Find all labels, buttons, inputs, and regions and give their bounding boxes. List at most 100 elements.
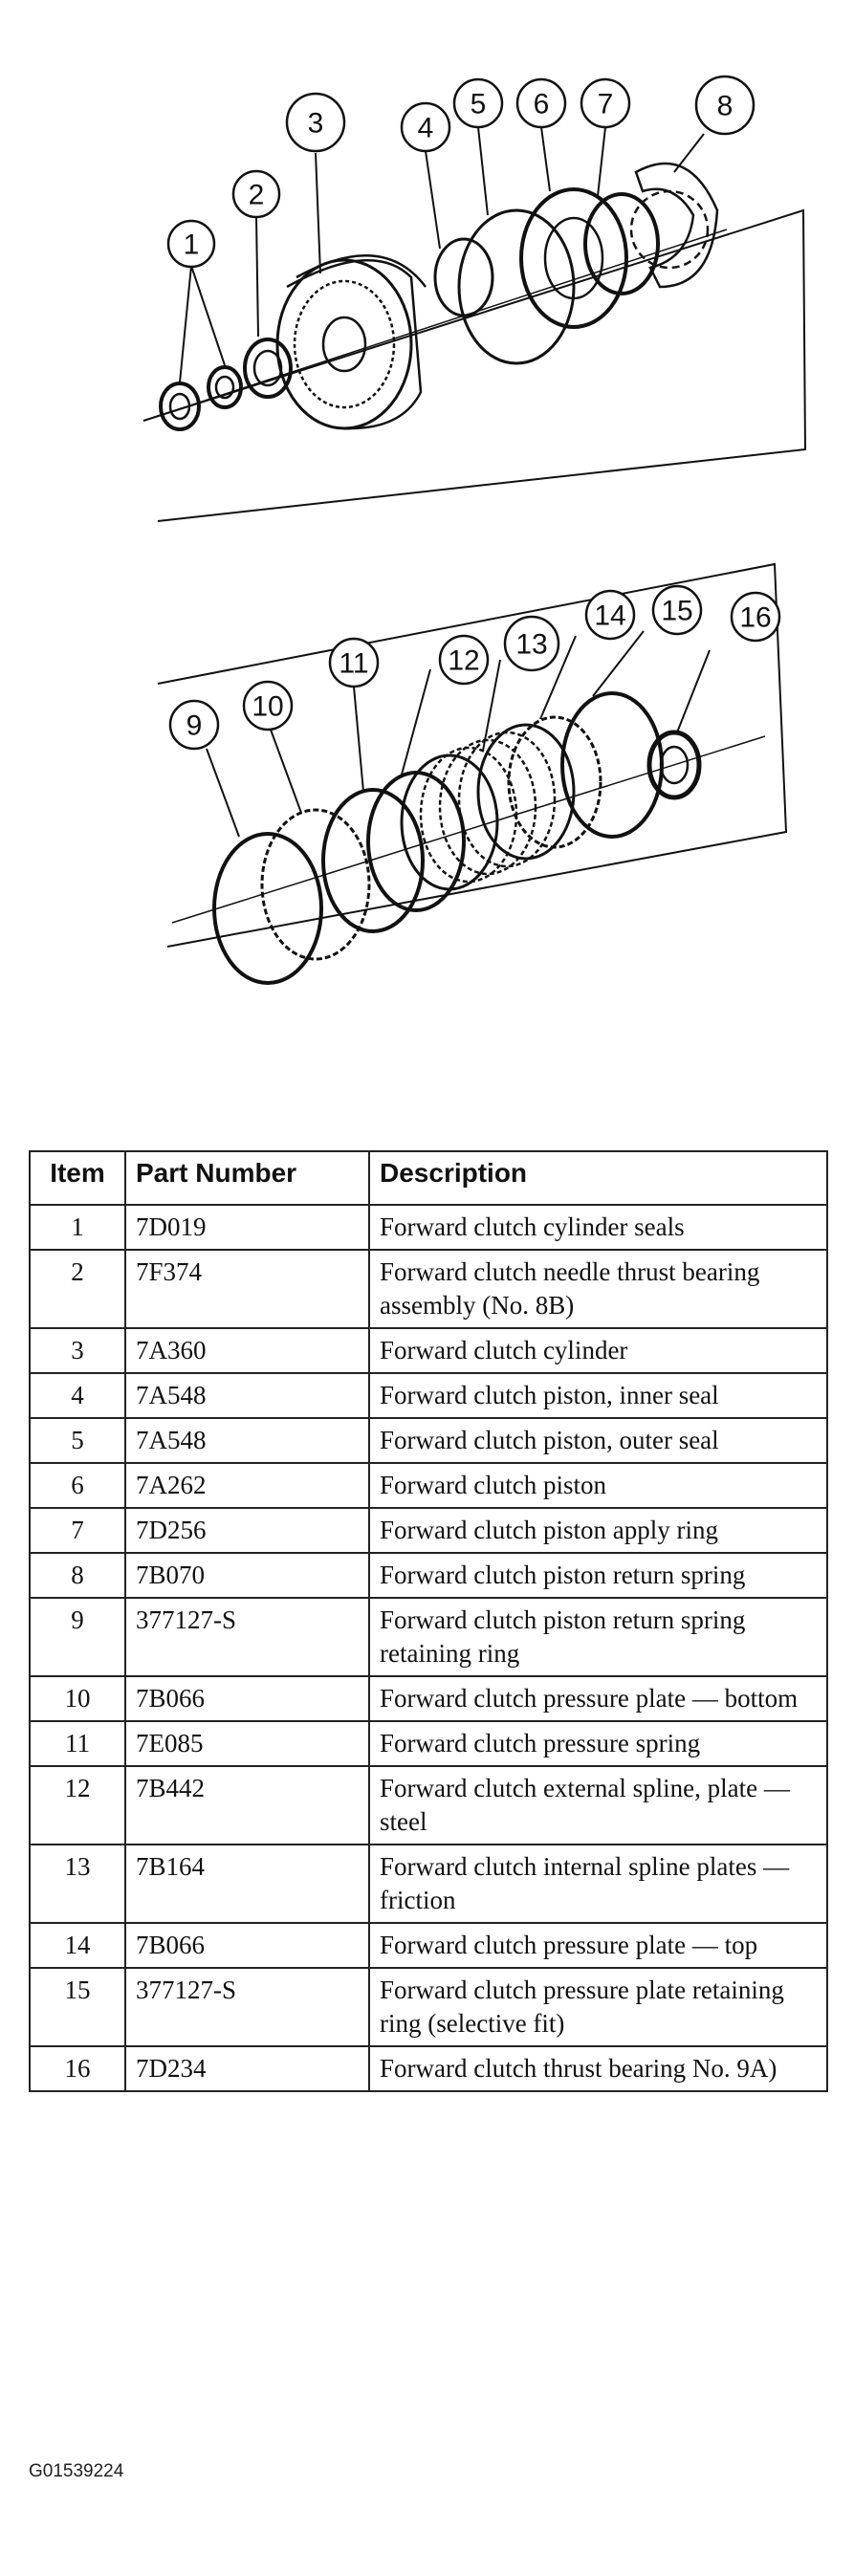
cell-description: Forward clutch piston return spring [368, 1552, 828, 1599]
callout-6 [515, 77, 567, 129]
cylinder-seal-outer-bore [168, 392, 191, 421]
cell-part-number: 7A548 [124, 1417, 370, 1464]
clutch-piston [519, 187, 628, 329]
callout-10 [242, 680, 294, 731]
thrust-bearing [646, 730, 702, 800]
cell-description: Forward clutch internal spline plates — … [368, 1844, 828, 1924]
cell-description: Forward clutch external spline, plate — … [368, 1765, 828, 1845]
callout-label-4: 4 [418, 113, 434, 144]
callout-label-14: 14 [594, 600, 625, 632]
cell-item: 1 [29, 1204, 126, 1251]
cell-part-number: 7B066 [124, 1922, 370, 1969]
cell-item: 9 [29, 1597, 126, 1677]
cell-item: 15 [29, 1967, 126, 2047]
cell-part-number: 7A548 [124, 1372, 370, 1419]
cell-part-number: 7F374 [124, 1249, 370, 1329]
cell-description: Forward clutch pressure plate — top [368, 1922, 828, 1969]
cell-item: 13 [29, 1844, 126, 1924]
cell-description: Forward clutch piston, outer seal [368, 1417, 828, 1464]
upper-centerline [142, 229, 728, 422]
cell-description: Forward clutch piston [368, 1462, 828, 1509]
callout-8 [694, 75, 755, 136]
needle-thrust-bearing [243, 338, 293, 399]
callout-4 [400, 101, 451, 153]
friction-plate-2 [419, 746, 518, 884]
piston-outer-seal [457, 208, 576, 365]
cell-part-number: 7B164 [124, 1844, 370, 1924]
cell-part-number: 377127-S [124, 1597, 370, 1677]
cell-description: Forward clutch pressure spring [368, 1720, 828, 1767]
callout-5 [452, 77, 504, 129]
callout-label-6: 6 [534, 89, 550, 120]
callout-label-15: 15 [661, 596, 692, 627]
callout-3 [285, 92, 346, 153]
table-header-row: Item Part Number Description [29, 1150, 828, 1206]
callout-13 [503, 615, 560, 672]
pressure-plate-retaining-ring [560, 691, 664, 839]
callout-label-11: 11 [339, 648, 368, 680]
cylinder-seal-inner [207, 365, 243, 409]
callout-16 [730, 591, 781, 643]
callout-label-8: 8 [717, 91, 734, 122]
cell-item: 8 [29, 1552, 126, 1599]
callout-9 [168, 699, 220, 751]
cell-part-number: 7E085 [124, 1720, 370, 1767]
cell-description: Forward clutch thrust bearing No. 9A) [368, 2045, 828, 2092]
clutch-cylinder-face [275, 258, 413, 430]
lower-plane-outline [157, 562, 788, 948]
cell-part-number: 7D234 [124, 2045, 370, 2092]
piston-apply-ring [583, 192, 660, 295]
header-part-number: Part Number [124, 1150, 370, 1206]
cell-description: Forward clutch cylinder [368, 1327, 828, 1374]
callout-14 [584, 589, 636, 641]
friction-pack-back [476, 723, 576, 861]
callout-12 [438, 634, 490, 686]
callout-1 [166, 219, 216, 269]
diagram-drawing: 1 2 3 4 5 6 7 8 9 10 11 12 13 14 15 16 [142, 75, 807, 985]
callout-label-10: 10 [252, 691, 283, 723]
cell-item: 3 [29, 1327, 126, 1374]
cell-part-number: 7B442 [124, 1765, 370, 1845]
pressure-spring [321, 788, 425, 933]
cell-description: Forward clutch piston apply ring [368, 1507, 828, 1554]
cylinder-seal-inner-bore [214, 375, 235, 400]
lower-centerline [171, 735, 766, 924]
cell-part-number: 7B070 [124, 1552, 370, 1599]
friction-pack-front [400, 753, 499, 891]
callout-label-12: 12 [448, 645, 479, 677]
pressure-plate-top [507, 715, 602, 849]
cell-part-number: 7D019 [124, 1204, 370, 1251]
callout-label-9: 9 [186, 710, 203, 742]
clutch-cylinder-rim [296, 254, 427, 288]
piston-return-spring-fingers [629, 189, 710, 270]
cell-item: 16 [29, 2045, 126, 2092]
thrust-bearing-bore [659, 745, 690, 785]
callout-15 [651, 584, 703, 636]
piston-return-spring [634, 162, 719, 289]
cell-description: Forward clutch pressure plate — bottom [368, 1675, 828, 1722]
cell-part-number: 7A262 [124, 1462, 370, 1509]
callout-label-5: 5 [471, 89, 487, 120]
cell-part-number: 7D256 [124, 1507, 370, 1554]
callout-11 [328, 637, 380, 688]
cell-part-number: 7B066 [124, 1675, 370, 1722]
piston-inner-seal [433, 237, 494, 317]
cell-description: Forward clutch needle thrust bearing ass… [368, 1249, 828, 1329]
callout-label-1: 1 [184, 229, 200, 261]
cell-item: 6 [29, 1462, 126, 1509]
clutch-cylinder-hub [321, 316, 367, 373]
